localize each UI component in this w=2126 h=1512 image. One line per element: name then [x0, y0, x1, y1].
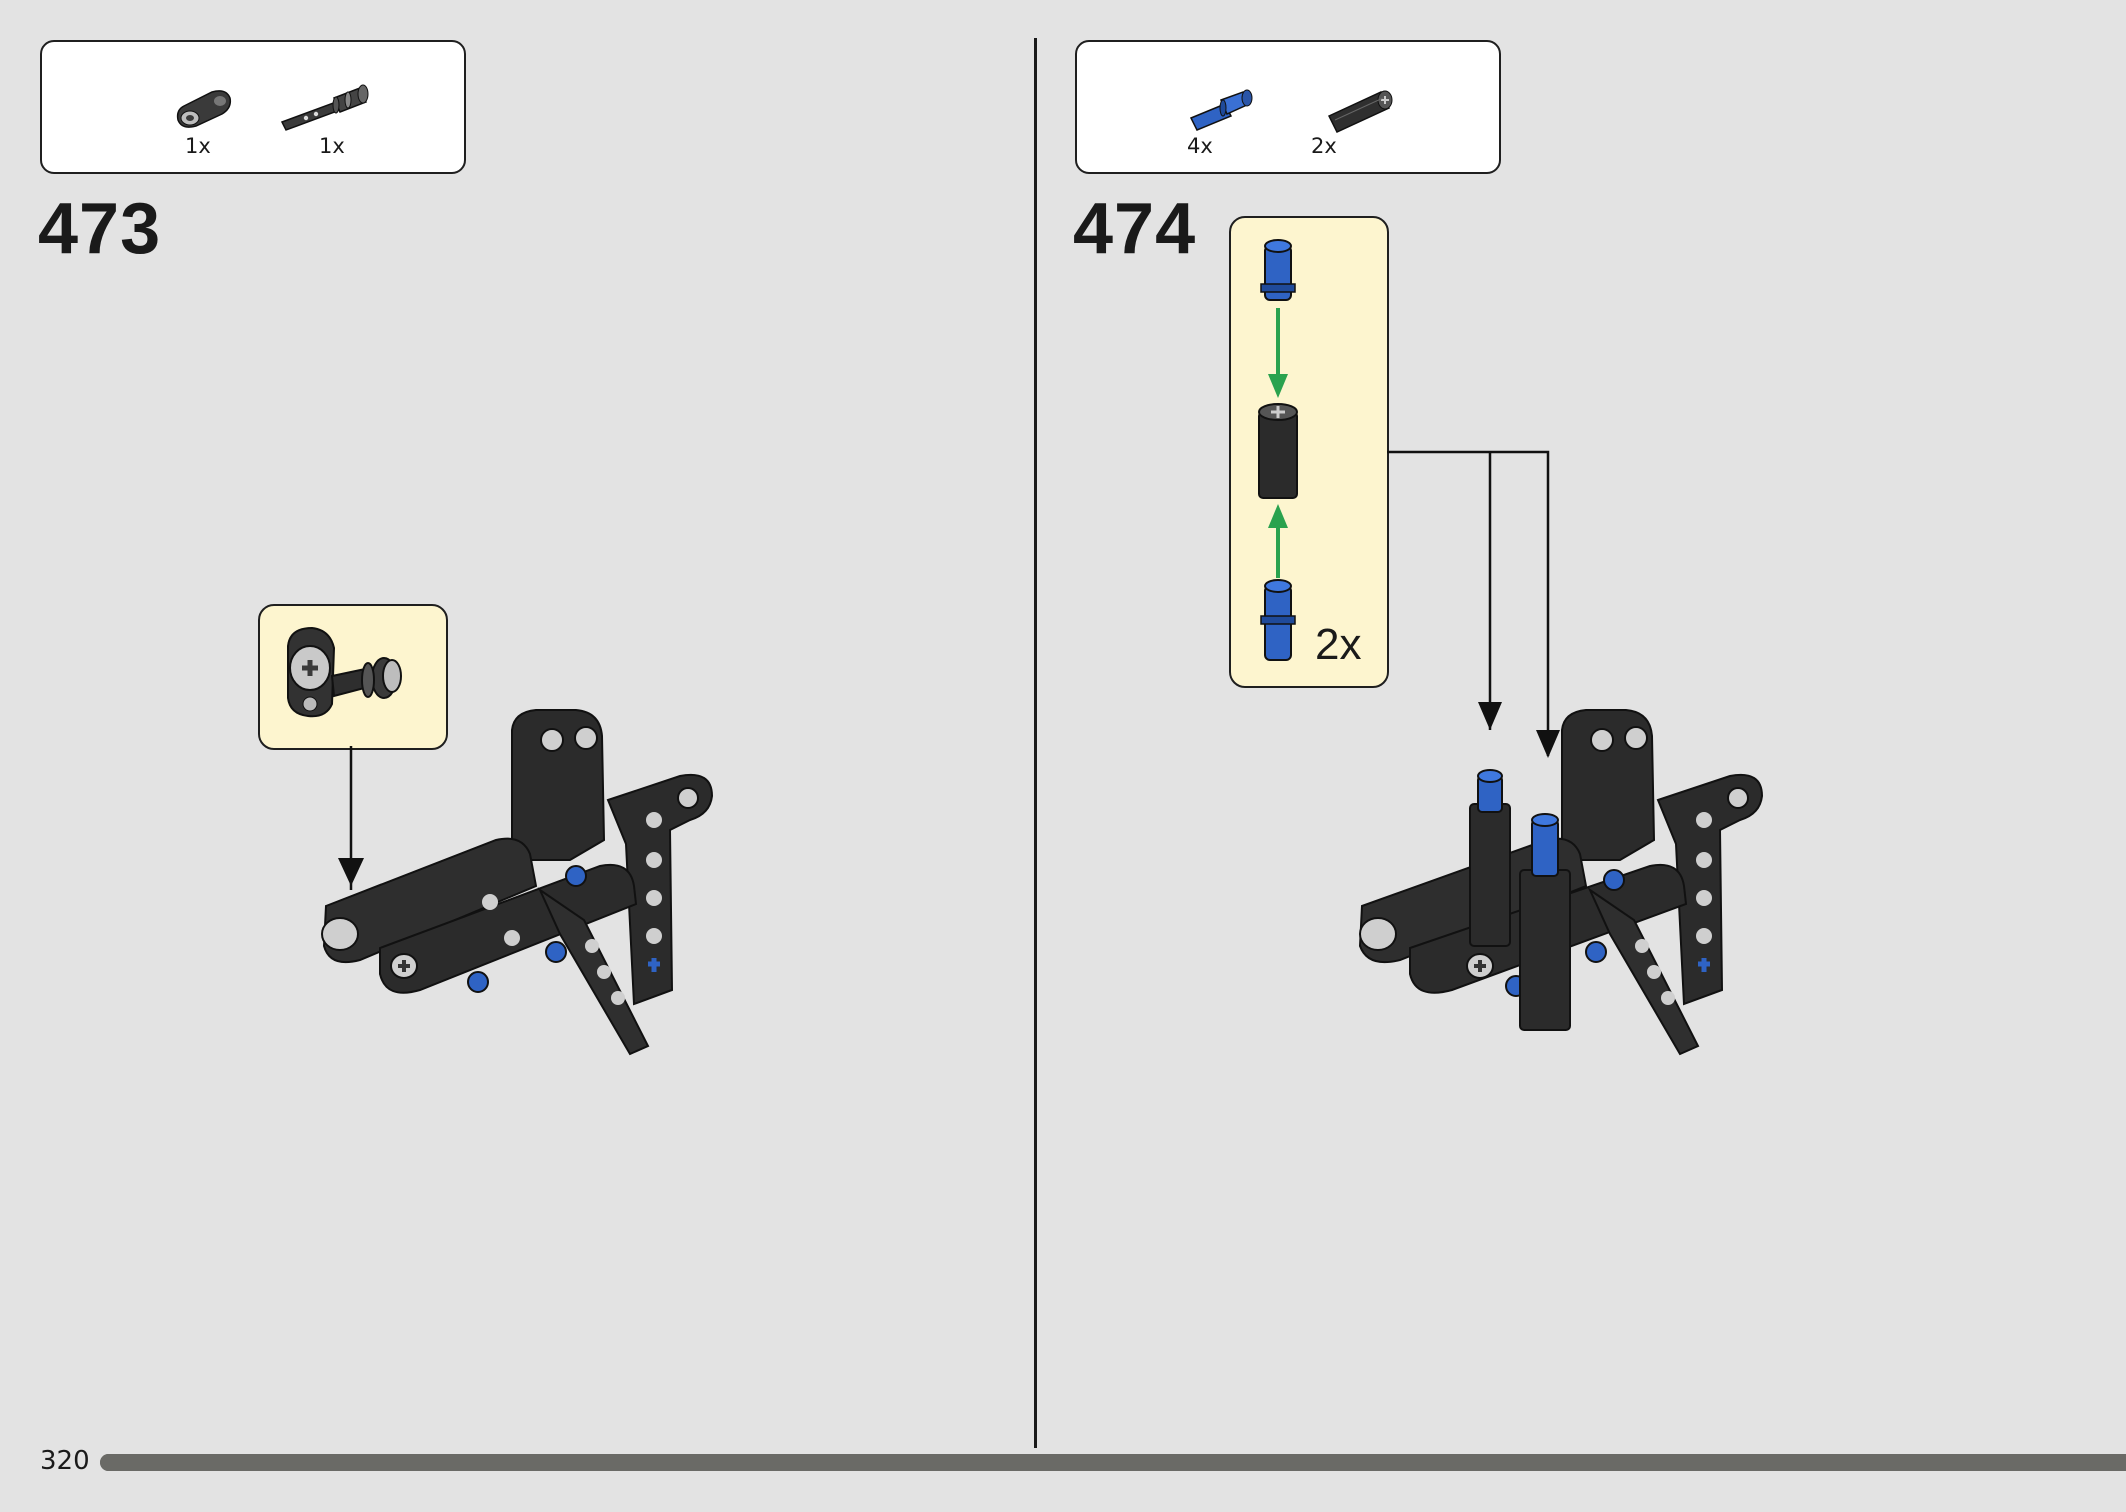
- part-item: 1x: [142, 68, 252, 158]
- part-quantity: 1x: [185, 134, 211, 158]
- part-item: 1x: [276, 68, 386, 158]
- placement-arrow: [1387, 450, 1550, 756]
- progress-bar-fill: [100, 1454, 2126, 1471]
- parts-list-473: 1x 1x: [40, 40, 466, 174]
- assembly-model-473: [321, 709, 714, 1056]
- part-quantity: 2x: [1311, 134, 1337, 158]
- blue-pin-icon: [1189, 89, 1253, 131]
- black-axle-pin-icon: [280, 84, 369, 131]
- callout-multiplier: 2x: [1315, 620, 1362, 669]
- installed-connector: [1519, 869, 1571, 1031]
- part-quantity: 4x: [1187, 134, 1213, 158]
- part-item: 2x: [1311, 68, 1421, 158]
- part-quantity: 1x: [319, 134, 345, 158]
- step-number-474: 474: [1073, 189, 1197, 269]
- page-number: 320: [40, 1446, 90, 1476]
- part-item: 4x: [1177, 68, 1287, 158]
- parts-list-474: 4x 2x: [1075, 40, 1501, 174]
- callout-474: 2x: [1229, 216, 1389, 688]
- progress-bar: [100, 1454, 2126, 1471]
- black-connector-icon: [176, 90, 232, 128]
- callout-473: [258, 604, 448, 750]
- connector-with-axle-pin-icon: [287, 626, 402, 718]
- page-divider: [1034, 38, 1037, 1448]
- step-number-473: 473: [38, 189, 162, 269]
- assembly-model-474: [1358, 450, 1764, 1056]
- black-axle-connector-icon: [1327, 90, 1393, 133]
- pin-stack-subassembly-icon: [1258, 239, 1298, 661]
- installed-connector: [1469, 803, 1511, 947]
